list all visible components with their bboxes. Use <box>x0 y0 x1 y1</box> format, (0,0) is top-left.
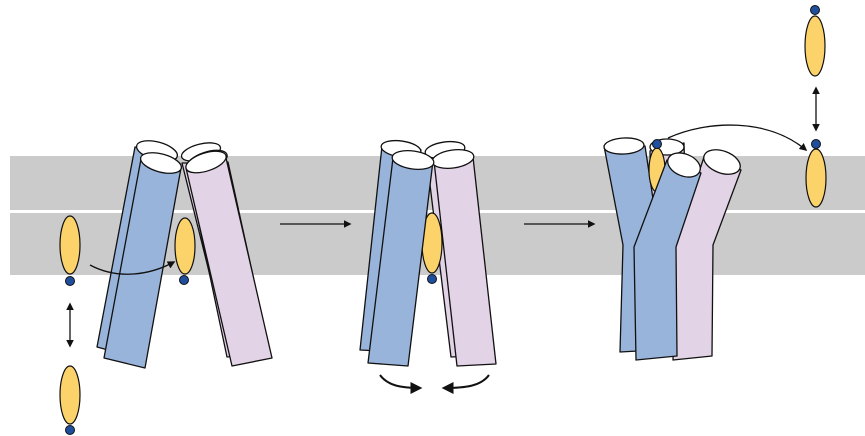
substrate-in-membrane-left <box>60 216 80 286</box>
substrate-cytoplasm-left <box>60 366 80 435</box>
curved-transfer-arrow-right <box>668 125 806 150</box>
substrate-in-membrane-right <box>806 140 826 208</box>
converging-arrows <box>380 375 489 388</box>
substrate-extracellular-right <box>805 6 825 77</box>
